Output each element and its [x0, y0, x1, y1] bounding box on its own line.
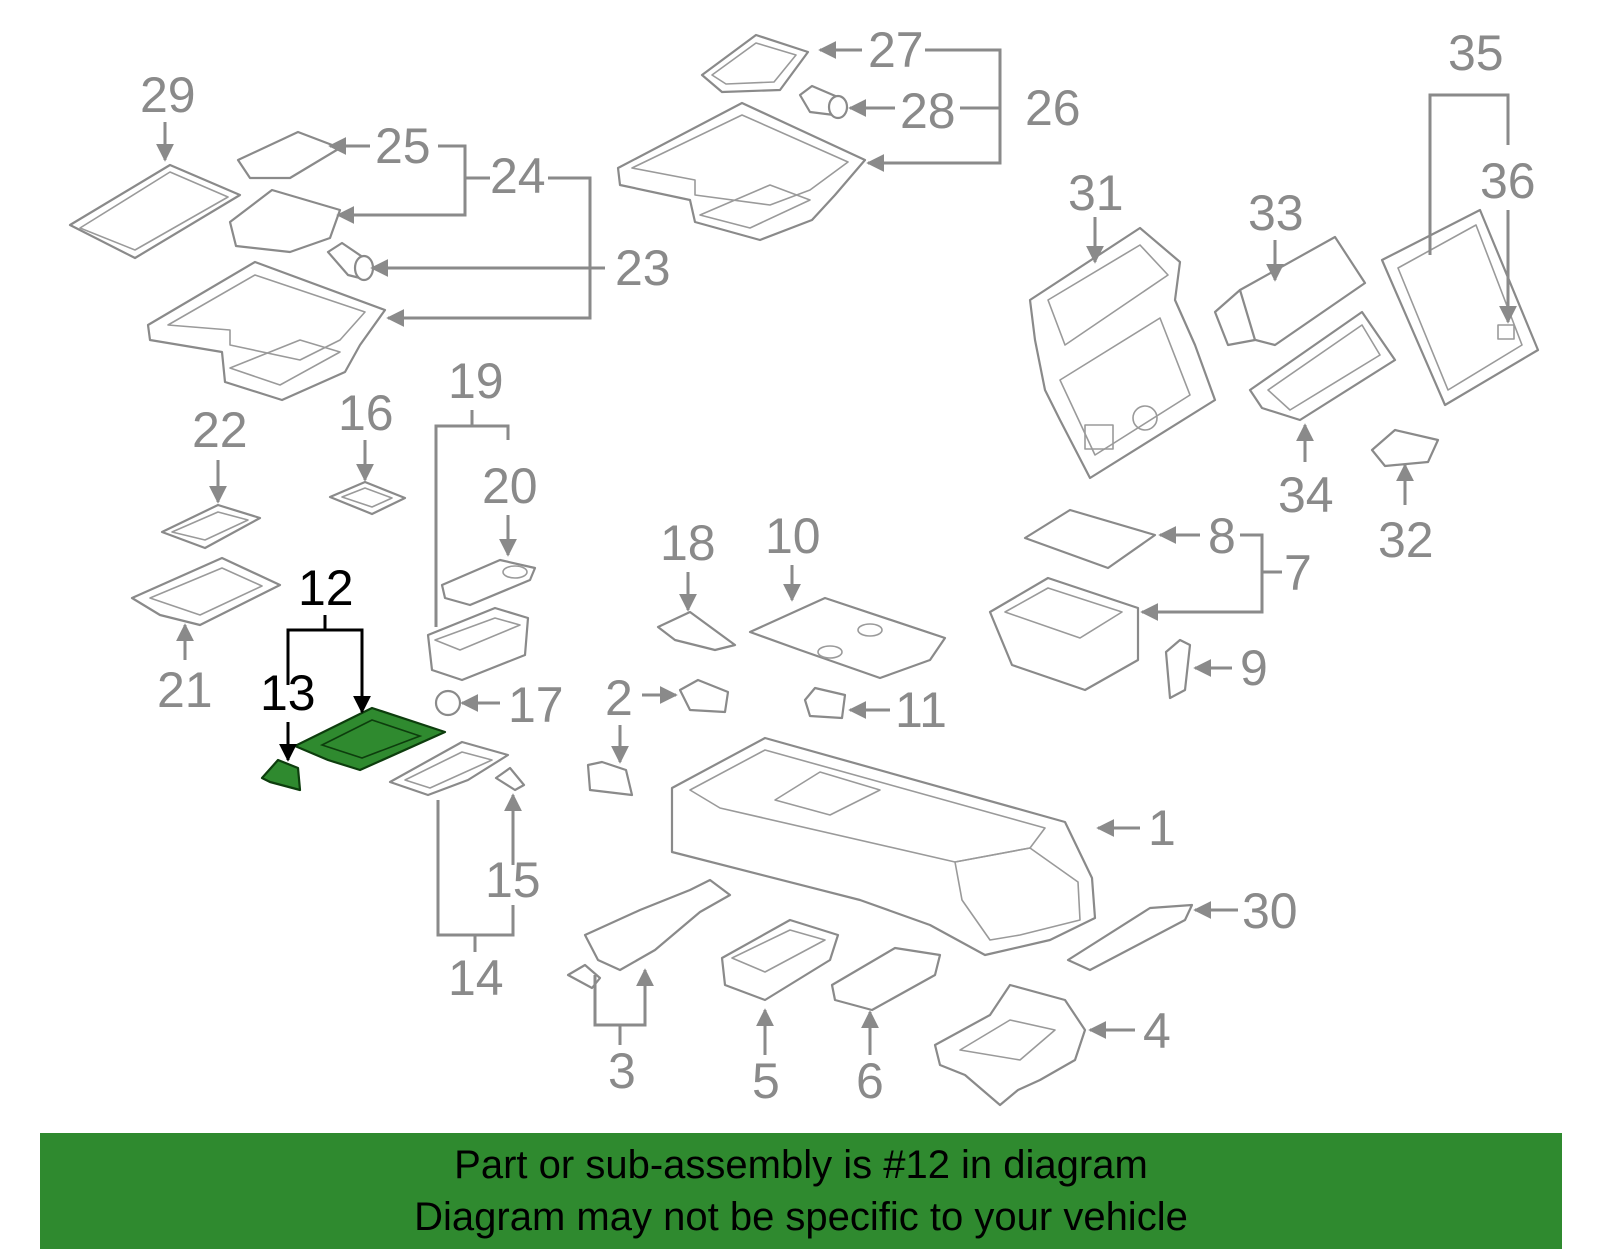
part-3-drawing [566, 878, 732, 990]
part-20-drawing [440, 558, 537, 607]
callout-26: 26 [1025, 80, 1081, 136]
callout-9: 9 [1240, 640, 1268, 696]
callout-1: 1 [1148, 800, 1176, 856]
banner-line-2: Diagram may not be specific to your vehi… [414, 1195, 1188, 1239]
part-19-drawing [426, 606, 530, 682]
callout-28: 28 [900, 83, 956, 139]
callout-23: 23 [615, 240, 671, 296]
callout-30: 30 [1242, 883, 1298, 939]
part-28-drawing [798, 84, 849, 120]
callout-5: 5 [752, 1053, 780, 1109]
part-32-drawing [1370, 428, 1440, 468]
part-23-drawing [326, 241, 375, 282]
callout-21: 21 [157, 662, 213, 718]
callout-4: 4 [1143, 1003, 1171, 1059]
callout-24: 24 [490, 148, 546, 204]
part-10-drawing [748, 596, 947, 680]
part-26-drawing [616, 101, 867, 242]
part-35-drawing [1380, 208, 1540, 407]
callout-2: 2 [605, 670, 633, 726]
part-30-drawing [1066, 903, 1194, 972]
callout-8: 8 [1208, 508, 1236, 564]
part-22-drawing [160, 503, 262, 550]
info-banner: Part or sub-assembly is #12 in diagram D… [40, 1133, 1562, 1249]
callout-34: 34 [1278, 467, 1334, 523]
part-7-drawing [988, 576, 1140, 692]
callout-36: 36 [1480, 153, 1536, 209]
callout-22: 22 [192, 402, 248, 458]
callout-29: 29 [140, 67, 196, 123]
part-18-drawing [656, 610, 737, 652]
leader-lines [156, 41, 1517, 1055]
part-33-drawing [1213, 235, 1367, 347]
callout-14: 14 [448, 950, 504, 1006]
callout-17: 17 [508, 677, 564, 733]
part-13-drawing [260, 758, 302, 792]
part-4-drawing [933, 983, 1087, 1107]
callout-12: 12 [298, 560, 354, 616]
parts-diagram: 29 25 24 23 27 28 26 31 33 35 36 34 32 2… [68, 22, 1540, 1109]
part-21-drawing [130, 556, 282, 627]
callout-11: 11 [895, 682, 947, 738]
part-1-drawing [670, 736, 1097, 957]
callout-13: 13 [260, 665, 316, 721]
banner-line-1: Part or sub-assembly is #12 in diagram [454, 1143, 1148, 1187]
part-25-drawing [236, 130, 342, 180]
part-8-drawing [1023, 508, 1157, 570]
part-27-drawing [700, 33, 810, 94]
callout-35: 35 [1448, 25, 1504, 81]
callout-25: 25 [375, 118, 431, 174]
part-5-drawing [720, 918, 840, 1002]
part-14-drawing [388, 740, 510, 797]
callout-33: 33 [1248, 185, 1304, 241]
callout-10: 10 [765, 508, 821, 564]
part-16-drawing [328, 480, 407, 516]
part-34-drawing [1248, 310, 1397, 422]
part-24-assembly-drawing [146, 260, 387, 402]
part-2-drawing [586, 678, 730, 797]
callout-32: 32 [1378, 512, 1434, 568]
part-24-drawing [228, 188, 342, 254]
callout-20: 20 [482, 458, 538, 514]
callout-18: 18 [660, 515, 716, 571]
part-11-drawing [803, 686, 847, 720]
part-15-drawing [494, 766, 526, 792]
part-12-drawing [293, 706, 447, 772]
callout-7: 7 [1284, 545, 1312, 601]
part-17-drawing [434, 689, 462, 717]
callout-6: 6 [856, 1053, 884, 1109]
part-9-drawing [1164, 638, 1192, 700]
callout-27: 27 [868, 22, 924, 78]
part-6-drawing [830, 946, 942, 1012]
callout-15: 15 [485, 852, 541, 908]
callout-labels: 29 25 24 23 27 28 26 31 33 35 36 34 32 2… [140, 22, 1536, 1109]
part-29-drawing [68, 163, 242, 260]
callout-31: 31 [1068, 165, 1124, 221]
callout-16: 16 [338, 385, 394, 441]
part-31-drawing [1028, 226, 1217, 480]
callout-19: 19 [448, 353, 504, 409]
callout-3: 3 [608, 1043, 636, 1099]
